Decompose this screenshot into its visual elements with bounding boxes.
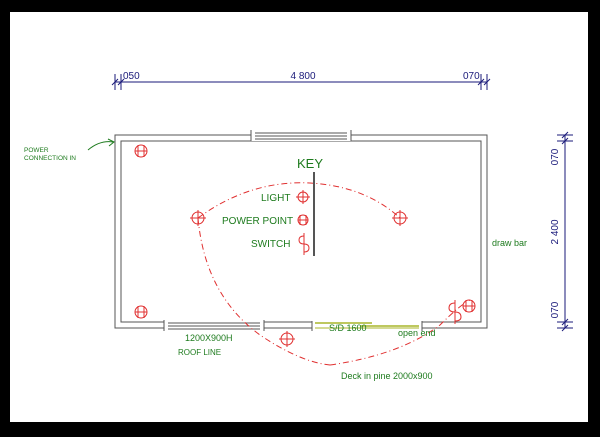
deck-label: Deck in pine 2000x900 (341, 371, 433, 381)
electrical-symbols (134, 144, 476, 347)
power-connection-arrow (87, 141, 114, 151)
key-title: KEY (297, 156, 323, 171)
sliding-door-label: S/D 1600 (329, 323, 367, 333)
power-point-icon (134, 144, 148, 158)
light-icon (190, 210, 206, 226)
sliding-door (311, 319, 423, 331)
light-icon (392, 210, 408, 226)
dim-right-total: 2 400 (550, 219, 561, 244)
dim-top-right: 070 (463, 71, 480, 82)
top-window (250, 130, 352, 141)
key-light-icon (296, 190, 310, 204)
key-legend: KEY LIGHT POWER POINT SWITCH (222, 156, 323, 256)
key-power-point-icon (297, 214, 309, 226)
switch-icon (448, 300, 462, 324)
dim-right-top: 070 (550, 148, 561, 165)
window-size-label: 1200X900H (185, 333, 233, 343)
power-point-icon (462, 299, 476, 313)
draw-bar-label: draw bar (492, 238, 527, 248)
roof-line-label: ROOF LINE (178, 348, 221, 357)
key-power-point-label: POWER POINT (222, 216, 293, 227)
dim-top-total: 4 800 (290, 71, 315, 82)
right-dimension (557, 131, 573, 332)
bottom-window (163, 320, 265, 331)
key-switch-label: SWITCH (251, 239, 290, 250)
dim-top-left: 050 (123, 71, 140, 82)
top-dimension (111, 74, 491, 90)
light-icon (279, 331, 295, 347)
open-end-label: open end (398, 328, 436, 338)
power-point-icon (134, 305, 148, 319)
wiring-circuit (197, 182, 471, 366)
key-light-label: LIGHT (261, 193, 290, 204)
power-connection-label-line2: CONNECTION IN (24, 155, 76, 162)
dim-right-bottom: 070 (550, 301, 561, 318)
power-connection-label: POWER (24, 147, 49, 154)
key-switch-icon (298, 233, 310, 255)
